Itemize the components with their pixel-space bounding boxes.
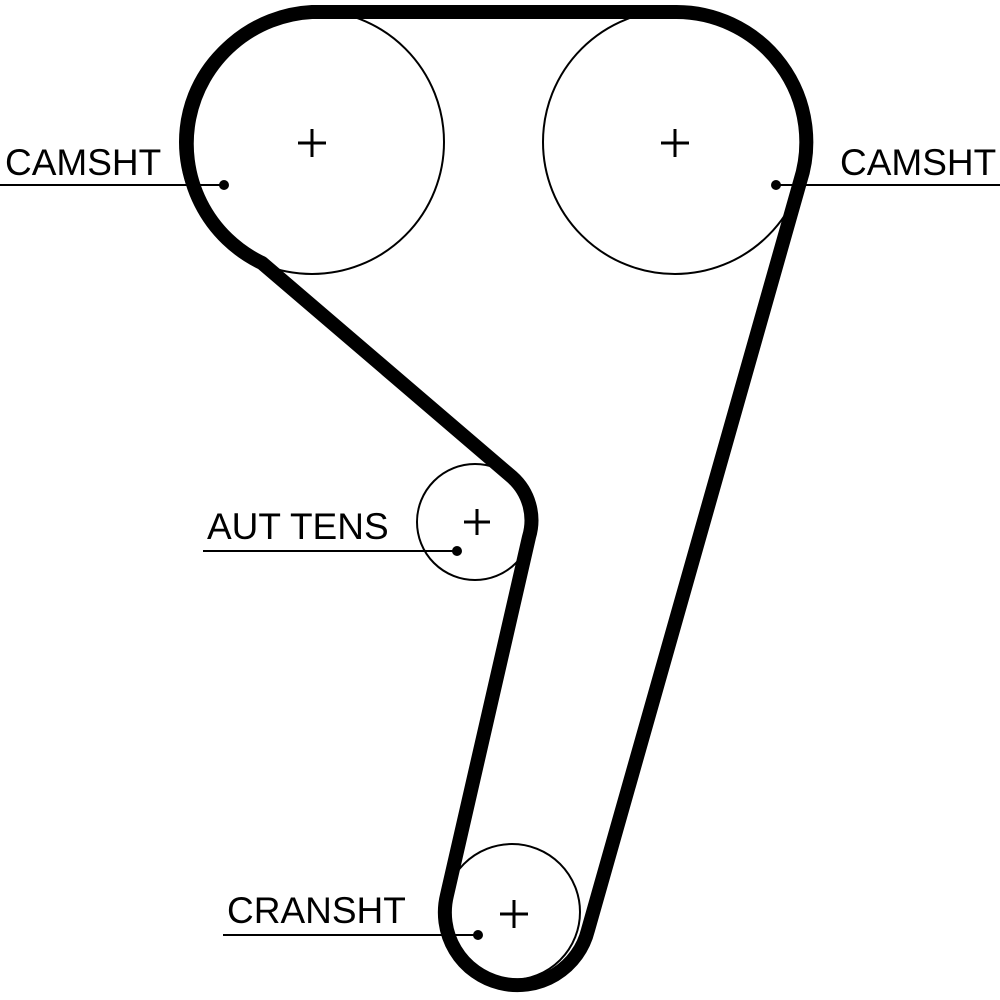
timing-belt xyxy=(179,4,814,993)
camshaft-right-dot xyxy=(771,180,781,190)
camshaft-left-label: CAMSHT xyxy=(5,142,161,183)
crankshaft-dot xyxy=(473,930,483,940)
tensioner-label: AUT TENS xyxy=(207,506,389,547)
tensioner-dot xyxy=(452,546,462,556)
camshaft-right-center-mark xyxy=(661,129,689,157)
camshaft-left-center-mark xyxy=(298,129,326,157)
tensioner-center-mark xyxy=(464,509,490,535)
crankshaft-center-mark xyxy=(500,900,528,928)
camshaft-right-label: CAMSHT xyxy=(840,142,996,183)
crankshaft-label: CRANSHT xyxy=(227,890,406,931)
camshaft-left-dot xyxy=(219,180,229,190)
